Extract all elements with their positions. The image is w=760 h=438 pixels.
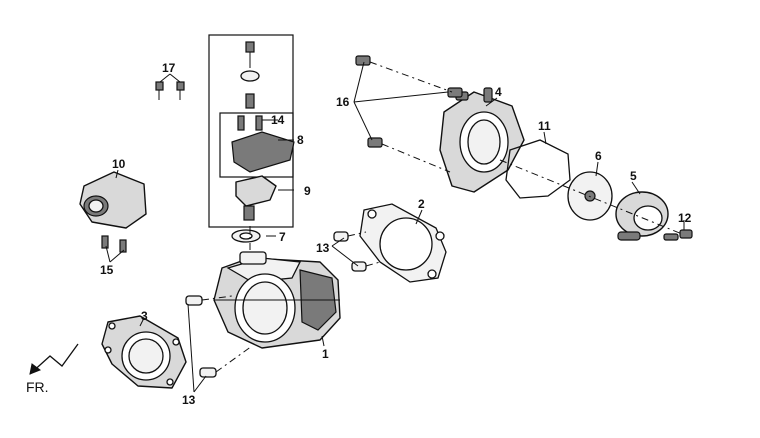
thermostat-housing (439, 87, 525, 193)
front-direction-indicator: FR. (26, 343, 79, 395)
callout-labels: 1 2 3 4 5 6 7 8 9 10 11 12 13 13 14 15 1… (100, 61, 692, 407)
callout-8: 8 (297, 133, 304, 147)
o-ring (505, 139, 571, 199)
base-gasket (359, 203, 447, 283)
cylinder-body (213, 251, 341, 349)
callout-16: 16 (336, 95, 350, 109)
callout-14: 14 (271, 113, 285, 127)
callout-1: 1 (322, 347, 329, 361)
callout-7: 7 (279, 230, 286, 244)
callout-12: 12 (678, 211, 692, 225)
callout-11: 11 (538, 119, 551, 133)
callout-2: 2 (418, 197, 425, 211)
leader-lines (105, 61, 685, 393)
callout-5: 5 (630, 169, 637, 183)
callout-13-upper: 13 (316, 241, 330, 255)
callout-10: 10 (112, 157, 126, 171)
callout-17: 17 (162, 61, 176, 75)
callout-3: 3 (141, 309, 148, 323)
bolts-16 (355, 55, 463, 148)
thermostat-cover (615, 191, 669, 241)
alignment-lines (201, 61, 683, 373)
thermostat-disk (567, 171, 613, 221)
callout-6: 6 (595, 149, 602, 163)
bolt-12 (663, 229, 693, 241)
front-arrow-icon (29, 343, 79, 375)
intake-joint-assembly (79, 171, 147, 253)
head-gasket-left (101, 315, 187, 389)
tensioner-parts (231, 41, 295, 243)
callout-9: 9 (304, 184, 311, 198)
callout-13-lower: 13 (182, 393, 196, 407)
front-label: FR. (26, 379, 49, 395)
callout-4: 4 (495, 85, 502, 99)
callout-15: 15 (100, 263, 114, 277)
bolts-17 (155, 81, 185, 100)
